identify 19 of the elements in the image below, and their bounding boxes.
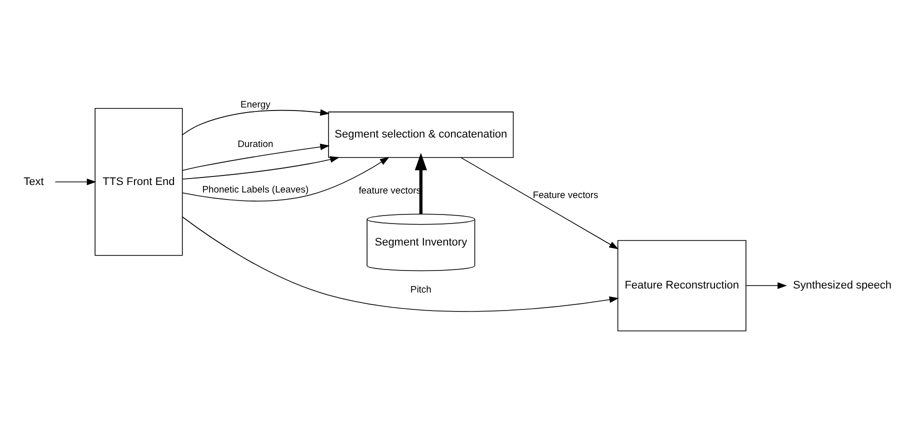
node-box: TTS Front End — [94, 108, 183, 256]
arrow — [414, 152, 427, 214]
edge-label: Phonetic Labels (Leaves) — [202, 183, 309, 194]
node-text: Text — [24, 175, 44, 188]
arrow — [460, 156, 619, 249]
arrow — [746, 282, 787, 288]
node-box: Feature Reconstruction — [617, 240, 746, 331]
arrow — [182, 143, 330, 170]
arrow — [182, 156, 390, 201]
node-text: Synthesized speech — [793, 279, 892, 292]
edge-label: Pitch — [410, 282, 432, 294]
edge-label: Duration — [238, 137, 274, 148]
arrow — [182, 108, 330, 135]
edge-label: Energy — [240, 98, 270, 110]
arrow — [182, 156, 340, 179]
node-box: Segment selection & concatenation — [328, 111, 514, 158]
arrow — [54, 178, 96, 185]
edge-label: Feature vectors — [532, 188, 598, 200]
arrow — [182, 216, 619, 312]
